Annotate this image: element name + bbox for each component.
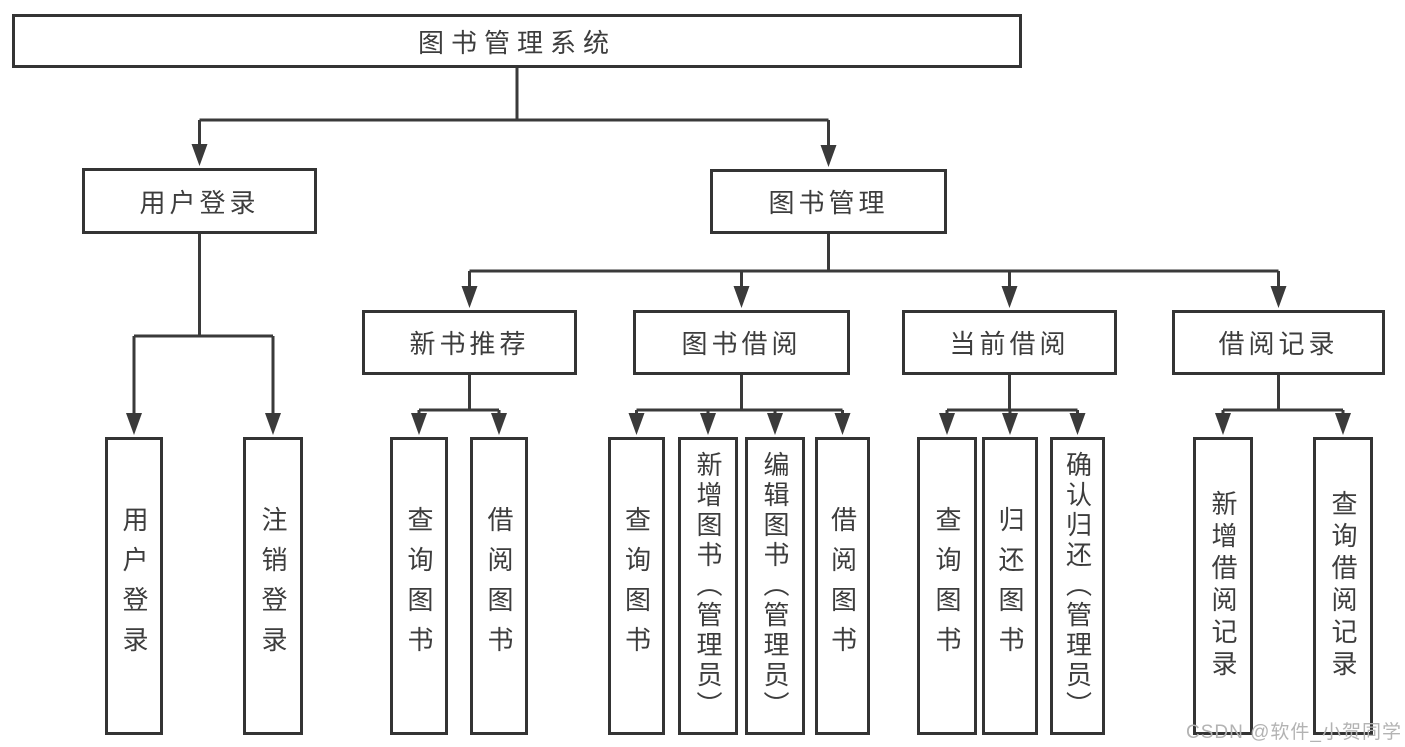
node-label: 查询图书	[932, 506, 962, 666]
node-label: 当前借阅	[949, 329, 1070, 359]
node-book-borrowing: 图书借阅	[633, 310, 850, 375]
node-label: 图书管理	[768, 188, 889, 218]
leaf-logout: 注销登录	[243, 437, 303, 735]
node-label: 用户登录	[119, 506, 149, 666]
node-current-borrowing: 当前借阅	[902, 310, 1117, 375]
node-label: 借阅记录	[1218, 329, 1339, 359]
leaf-borrowing-borrow-books: 借阅图书	[815, 437, 870, 735]
node-label: 确认归还（管理员）	[1062, 451, 1093, 721]
node-label: 用户登录	[139, 187, 260, 218]
leaf-recommend-borrow-books: 借阅图书	[470, 437, 528, 735]
node-label: 新增借阅记录	[1208, 490, 1238, 682]
leaf-records-add-record: 新增借阅记录	[1193, 437, 1253, 735]
leaf-records-query-record: 查询借阅记录	[1313, 437, 1373, 735]
leaf-borrowing-edit-books-admin: 编辑图书（管理员）	[745, 437, 805, 735]
node-label: 新书推荐	[409, 329, 530, 359]
node-book-management: 图书管理	[710, 169, 947, 234]
leaf-borrowing-add-books-admin: 新增图书（管理员）	[678, 437, 738, 735]
node-label: 注销登录	[258, 506, 288, 666]
node-label: 查询图书	[404, 506, 434, 666]
csdn-watermark: CSDN @软件_小贺同学	[1186, 722, 1402, 743]
node-label: 新增图书（管理员）	[693, 451, 723, 721]
node-label: 图书管理系统	[417, 27, 616, 58]
leaf-recommend-query-books: 查询图书	[390, 437, 448, 735]
leaf-user-login: 用户登录	[105, 437, 163, 735]
node-label: 归还图书	[995, 506, 1025, 666]
node-label: 借阅图书	[827, 506, 858, 666]
leaf-current-return-books: 归还图书	[982, 437, 1038, 735]
node-user-login: 用户登录	[82, 168, 317, 234]
node-label: 图书借阅	[681, 329, 802, 359]
node-library-management-system: 图书管理系统	[12, 14, 1022, 68]
node-borrowing-records: 借阅记录	[1172, 310, 1385, 375]
node-label: 查询图书	[621, 506, 652, 666]
node-label: 查询借阅记录	[1328, 490, 1358, 682]
node-label: 借阅图书	[484, 506, 514, 666]
node-label: 编辑图书（管理员）	[760, 451, 790, 721]
node-new-book-recommend: 新书推荐	[362, 310, 577, 375]
leaf-borrowing-query-books: 查询图书	[608, 437, 665, 735]
leaf-current-confirm-return-admin: 确认归还（管理员）	[1050, 437, 1105, 735]
leaf-current-query-books: 查询图书	[917, 437, 977, 735]
